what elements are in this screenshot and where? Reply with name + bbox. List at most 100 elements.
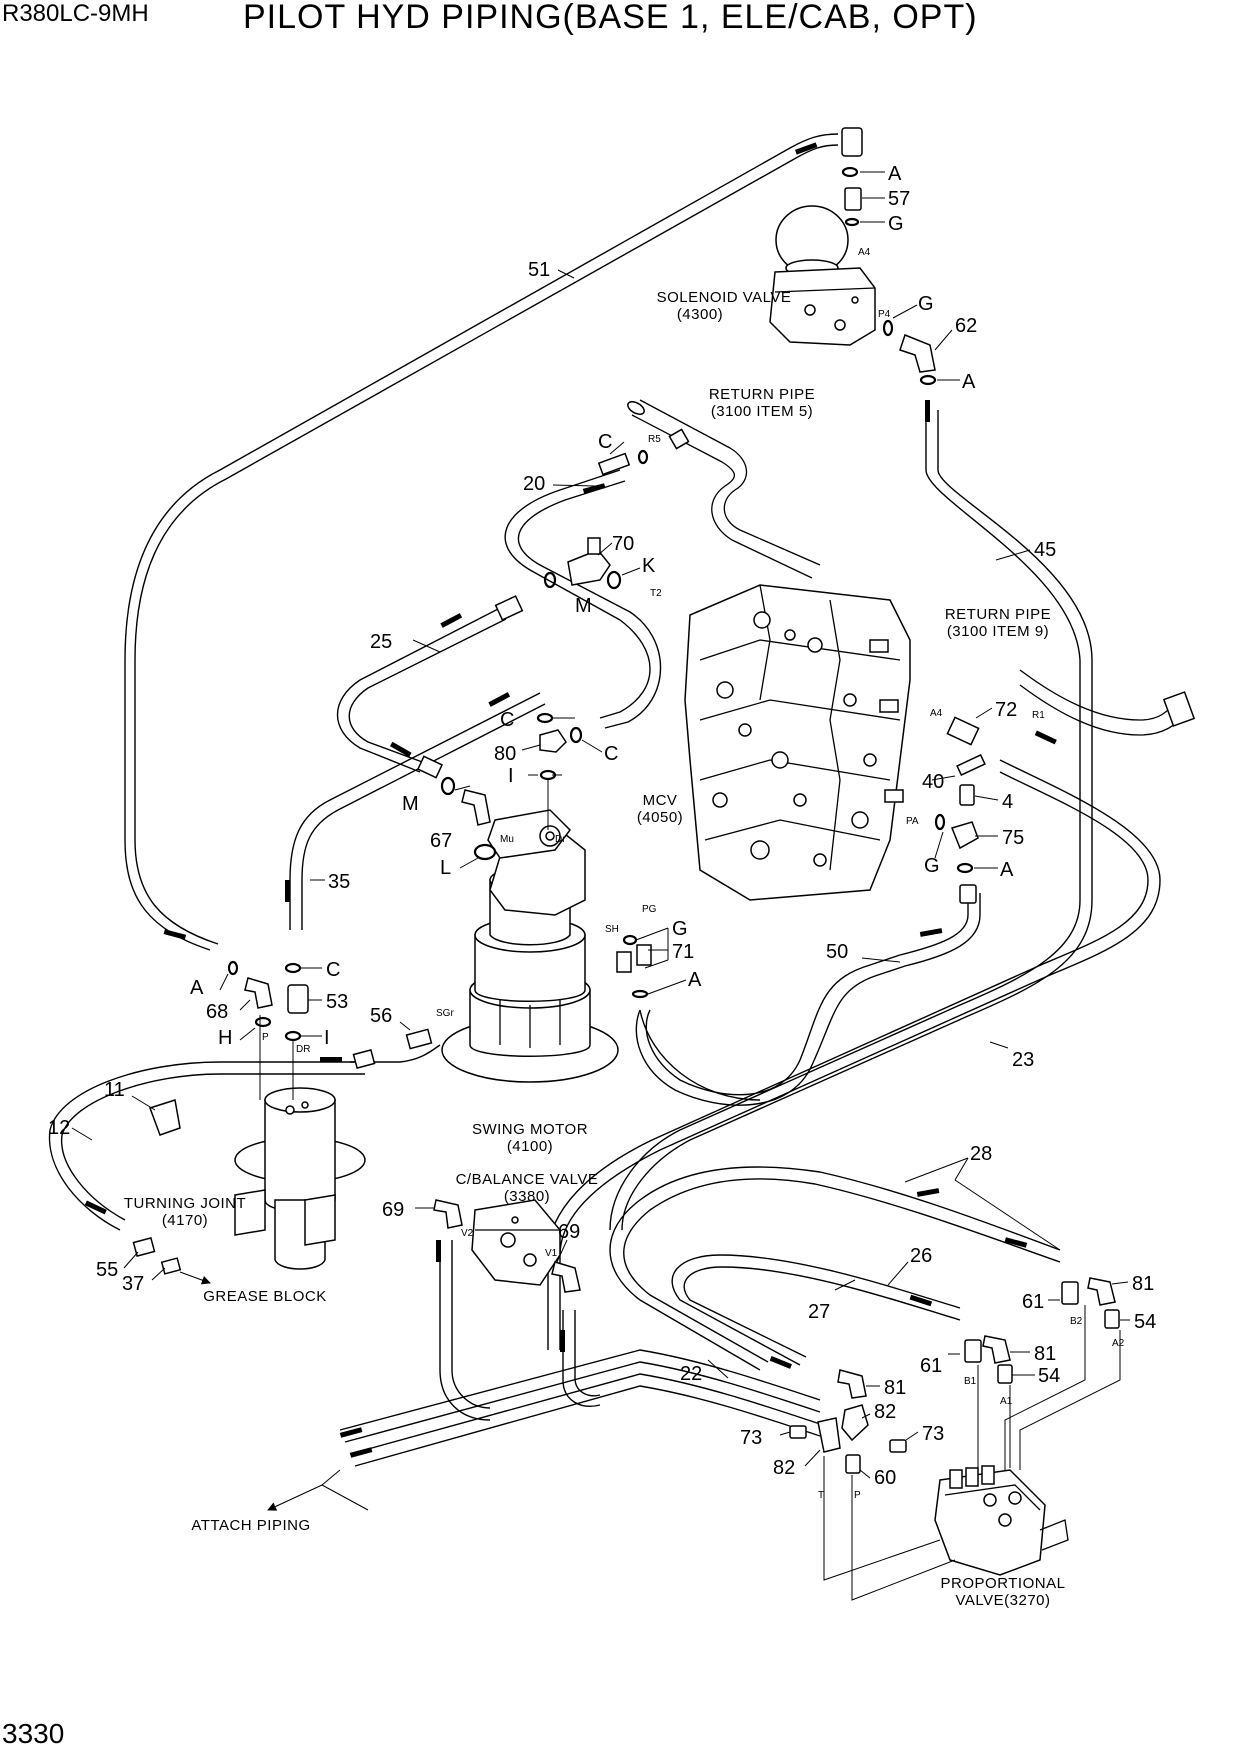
seal-A-5: A: [190, 977, 204, 999]
seal-I-2: I: [324, 1027, 330, 1049]
port-DR: DR: [296, 1044, 310, 1055]
callout-69-left: 69: [382, 1199, 404, 1221]
turning-joint-label: TURNING JOINT: [124, 1195, 246, 1212]
return-pipe-9-code: (3100 ITEM 9): [947, 623, 1049, 640]
seal-M-1: M: [575, 595, 592, 617]
seal-G-1: G: [888, 213, 904, 235]
port-labels: A4 P4 R5 T2 A4 R1 PA Mu Dr PG SH SGr P D…: [262, 247, 1125, 1501]
callout-35: 35: [328, 871, 350, 893]
port-A1: A1: [1000, 1396, 1013, 1407]
return-pipe-9: [1019, 669, 1196, 736]
hose-cbv-v2: [439, 1240, 491, 1421]
callout-11: 11: [104, 1079, 125, 1101]
port-R1: R1: [1032, 710, 1045, 721]
callout-80: 80: [494, 743, 516, 765]
mcv-code: (4050): [637, 809, 683, 826]
port-SGr: SGr: [436, 1008, 454, 1019]
callout-45: 45: [1034, 539, 1056, 561]
hose-28: [609, 1166, 1061, 1371]
callout-82-top: 82: [874, 1401, 896, 1423]
callout-72: 72: [995, 699, 1017, 721]
c-balance-valve-label: C/BALANCE VALVE: [456, 1171, 599, 1188]
return-pipe-5: [627, 399, 821, 579]
callout-75: 75: [1002, 827, 1024, 849]
seal-A-1: A: [888, 163, 902, 185]
callout-55: 55: [96, 1259, 118, 1281]
seal-L: L: [440, 857, 451, 879]
port-PA: PA: [906, 816, 919, 827]
seal-G-2: G: [918, 293, 934, 315]
port-V2: V2: [461, 1228, 474, 1239]
port-R5: R5: [648, 434, 661, 445]
hose-25: [336, 607, 507, 773]
hose-swing: [350, 1044, 441, 1063]
o-rings: [227, 166, 974, 1042]
seal-M-2: M: [402, 793, 419, 815]
callout-73-right: 73: [922, 1423, 944, 1445]
callout-51: 51: [528, 259, 550, 281]
callout-numbers: 51 57 62 20 70 45 25 80 72 40 4 75 67 35…: [48, 188, 1156, 1489]
port-Dr: Dr: [555, 834, 566, 845]
proportional-valve-label: PROPORTIONAL: [941, 1575, 1066, 1592]
c-balance-valve-code: (3380): [504, 1188, 550, 1205]
hose-45: [609, 410, 1093, 1231]
seal-H: H: [218, 1027, 232, 1049]
callout-27: 27: [808, 1301, 830, 1323]
attach-piping-label: ATTACH PIPING: [191, 1517, 310, 1534]
seal-G-3: G: [924, 855, 940, 877]
port-B1: B1: [964, 1376, 977, 1387]
solenoid-valve-code: (4300): [677, 306, 723, 323]
callout-37: 37: [122, 1273, 144, 1295]
callout-67: 67: [430, 830, 452, 852]
hose-crimp-markers: [84, 142, 1057, 1458]
callout-23: 23: [1012, 1049, 1034, 1071]
callout-4: 4: [1002, 791, 1013, 813]
callout-12: 12: [48, 1117, 70, 1139]
seal-K: K: [642, 555, 656, 577]
callout-60: 60: [874, 1467, 896, 1489]
callout-61-mid: 61: [920, 1355, 942, 1377]
port-T2: T2: [650, 588, 662, 599]
component-labels: SOLENOID VALVE (4300) RETURN PIPE (3100 …: [124, 289, 1066, 1609]
port-SH: SH: [605, 924, 619, 935]
port-A4-solenoid: A4: [858, 247, 871, 258]
callout-22: 22: [680, 1363, 702, 1385]
turning-joint-code: (4170): [162, 1212, 208, 1229]
hose-35: [289, 692, 546, 930]
hose-12: [48, 1061, 365, 1231]
proportional-valve: [934, 1465, 1069, 1576]
proportional-valve-code: VALVE(3270): [956, 1592, 1051, 1609]
callout-81-low: 81: [884, 1377, 906, 1399]
callout-54-top: 54: [1134, 1311, 1156, 1333]
port-Mu: Mu: [500, 834, 514, 845]
port-T: T: [818, 1490, 824, 1501]
callout-70: 70: [612, 533, 634, 555]
callout-62: 62: [955, 315, 977, 337]
callout-28: 28: [970, 1143, 992, 1165]
callout-50: 50: [826, 941, 848, 963]
swing-motor-label: SWING MOTOR: [472, 1121, 588, 1138]
callout-73-left: 73: [740, 1427, 762, 1449]
seal-G-4: G: [672, 918, 688, 940]
hose-20: [504, 469, 662, 729]
mcv-valve-block: [684, 584, 911, 901]
return-pipe-5-code: (3100 ITEM 5): [711, 403, 813, 420]
port-P-turning-joint: P: [262, 1032, 269, 1043]
return-pipe-5-label: RETURN PIPE: [709, 386, 815, 403]
port-PG: PG: [642, 904, 657, 915]
seal-letters: A G G A C K M C C I M L G A G A C A H I: [190, 163, 1014, 1049]
port-A2: A2: [1112, 1338, 1125, 1349]
fittings: [132, 127, 1120, 1474]
page-number: 3330: [2, 1718, 65, 1749]
callout-20: 20: [523, 473, 545, 495]
seal-A-4: A: [688, 969, 702, 991]
model-number: R380LC-9MH: [2, 0, 149, 27]
hose-51: [124, 133, 839, 951]
seal-C-2: C: [500, 709, 514, 731]
seal-A-2: A: [962, 371, 976, 393]
c-balance-valve: [471, 1199, 561, 1286]
port-V1: V1: [545, 1248, 558, 1259]
callout-81-mid: 81: [1034, 1343, 1056, 1365]
callout-69-right: 69: [558, 1221, 580, 1243]
